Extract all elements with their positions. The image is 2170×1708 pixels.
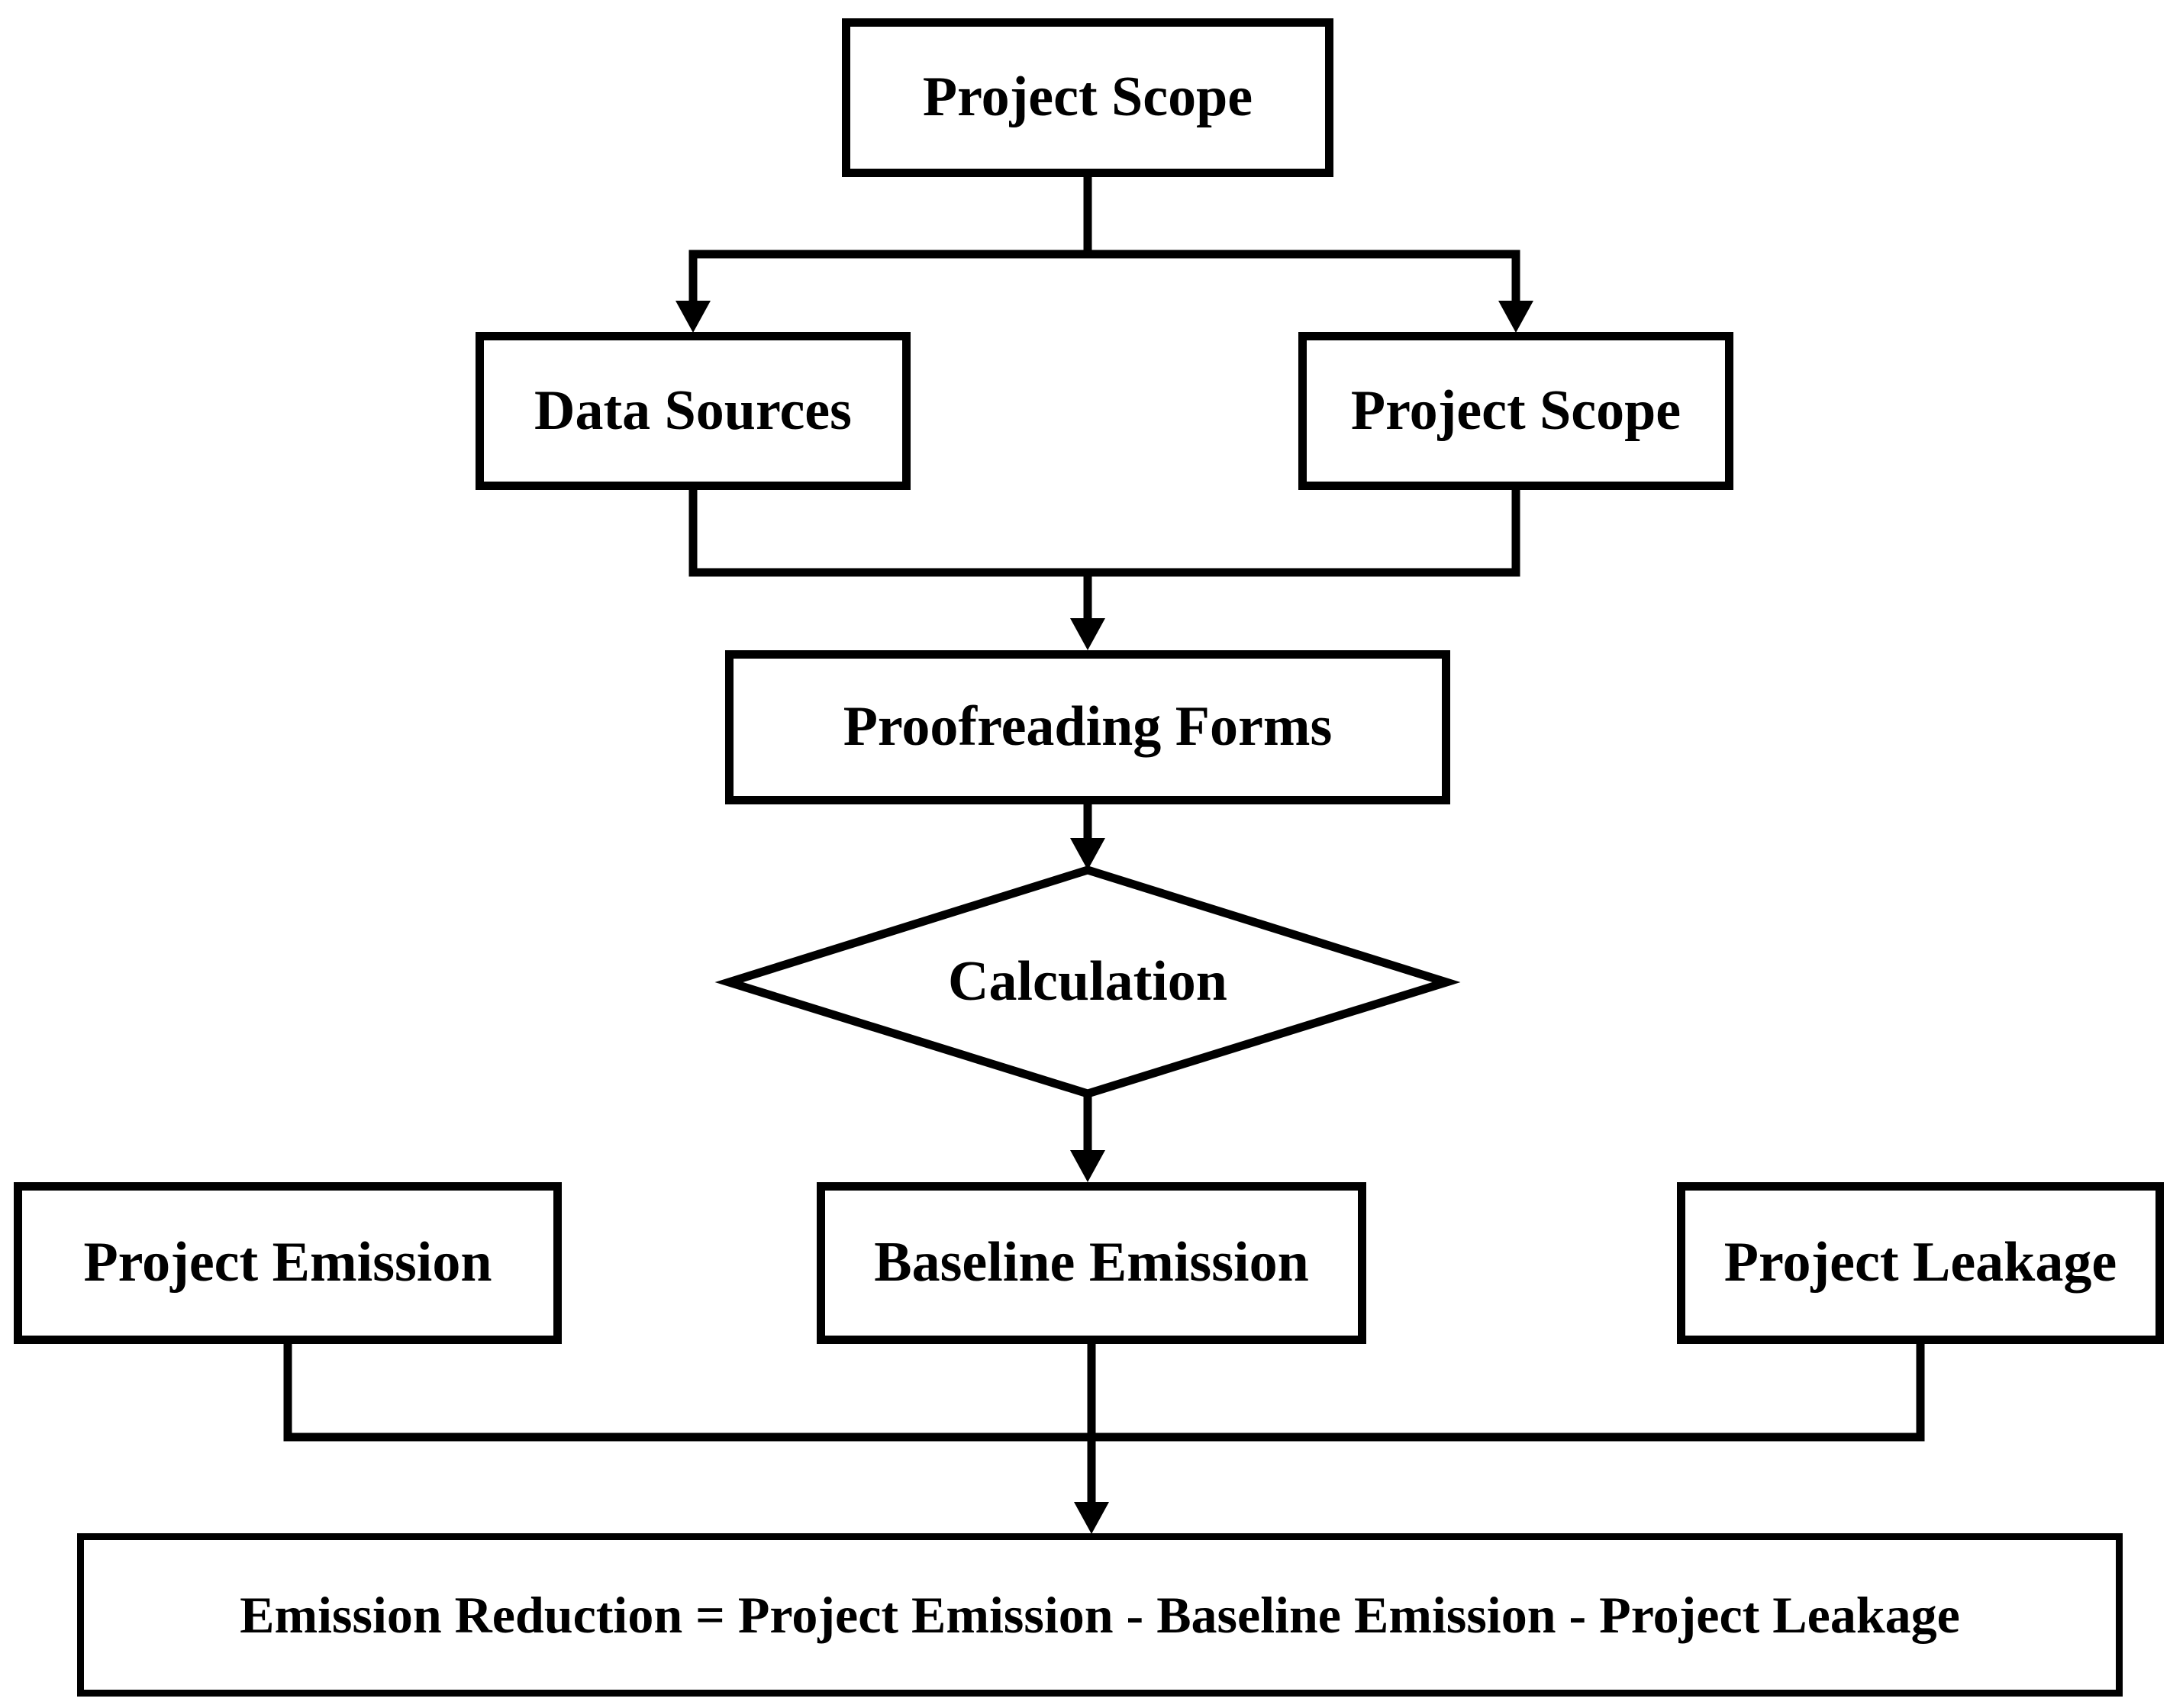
node-project-scope-right: Project Scope <box>1298 332 1733 490</box>
node-project-leakage-label: Project Leakage <box>1723 1231 2117 1294</box>
arrowhead-proofreading-forms <box>1070 618 1105 650</box>
node-project-scope-top-label: Project Scope <box>922 66 1253 129</box>
node-proofreading-forms: Proofreading Forms <box>725 650 1450 804</box>
node-project-scope-right-label: Project Scope <box>1350 379 1682 442</box>
arrowhead-baseline-emission <box>1070 1150 1105 1182</box>
arrowhead-project-scope-right <box>1498 301 1533 333</box>
node-data-sources: Data Sources <box>476 332 911 490</box>
node-baseline-emission-label: Baseline Emission <box>874 1231 1309 1294</box>
node-emission-reduction-formula-label: Emission Reduction = Project Emission - … <box>240 1585 1960 1644</box>
node-data-sources-label: Data Sources <box>534 379 852 442</box>
arrowhead-data-sources <box>676 301 711 333</box>
node-baseline-emission: Baseline Emission <box>817 1182 1366 1344</box>
calculation-diamond-shape <box>714 865 1461 1098</box>
node-project-emission-label: Project Emission <box>83 1231 492 1294</box>
node-proofreading-forms-label: Proofreading Forms <box>843 695 1333 759</box>
node-project-emission: Project Emission <box>14 1182 562 1344</box>
node-project-leakage: Project Leakage <box>1677 1182 2164 1344</box>
arrowhead-formula <box>1074 1502 1109 1534</box>
arrowhead-calculation <box>1070 838 1105 870</box>
node-project-scope-top: Project Scope <box>842 18 1333 177</box>
node-emission-reduction-formula: Emission Reduction = Project Emission - … <box>77 1533 2123 1697</box>
